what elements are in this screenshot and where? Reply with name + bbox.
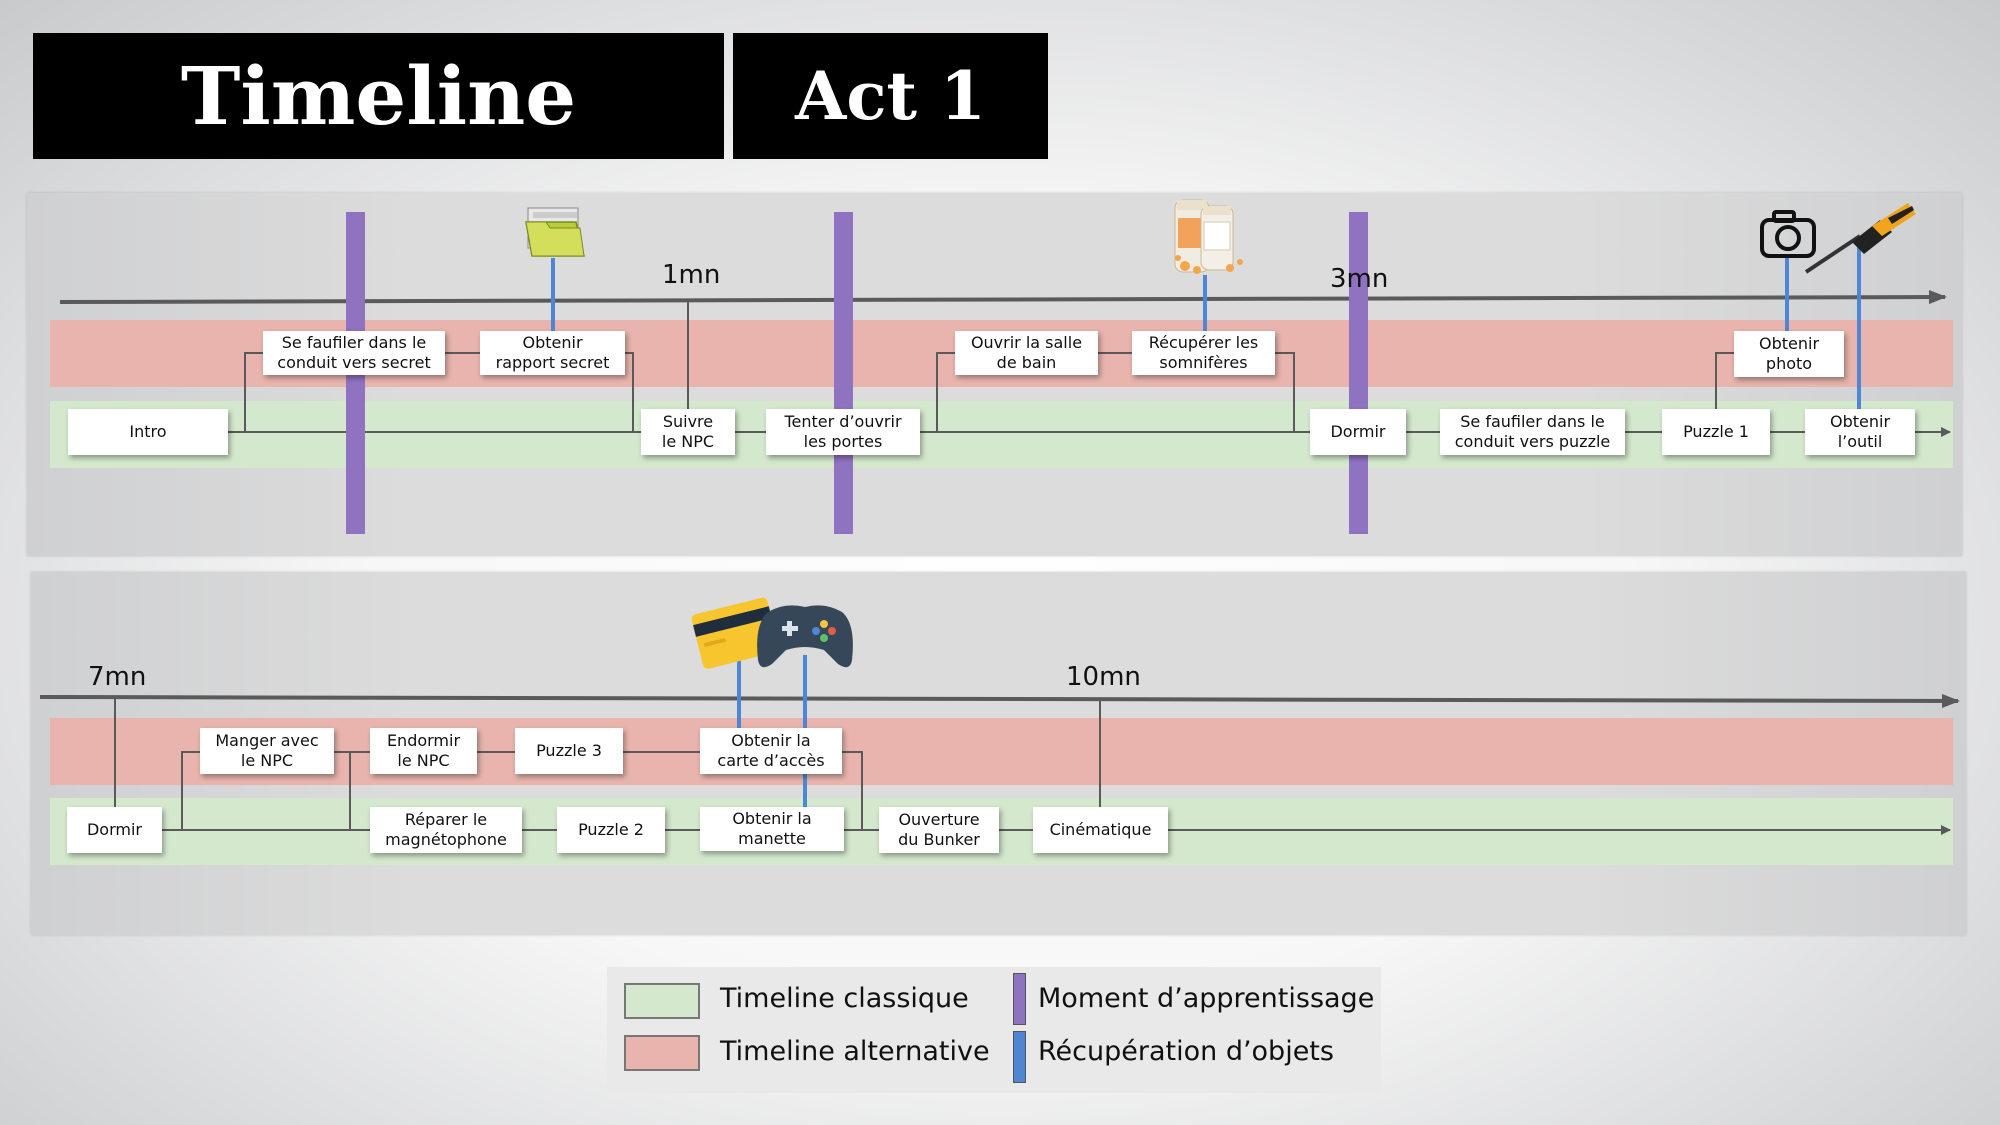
top-time-axis (59, 290, 1947, 305)
node-sneak-secret: Se faufiler dans le conduit vers secret (263, 331, 445, 375)
legend-learning-swatch (1013, 973, 1026, 1025)
node-get-photo: Obtenir photo (1734, 331, 1844, 377)
node-follow-npc: Suivre le NPC (641, 409, 735, 455)
legend-alternative-swatch (624, 1035, 700, 1071)
node-intro: Intro (68, 409, 228, 455)
time-label-3mn: 3mn (1330, 264, 1389, 294)
time-label-10mn: 10mn (1066, 662, 1141, 692)
pills-icon (1174, 199, 1243, 274)
node-get-controller: Obtenir la manette (700, 807, 844, 851)
node-repair-recorder: Réparer le magnétophone (370, 807, 522, 853)
node-sleep-bottom: Dormir (67, 807, 162, 853)
node-puzzle2: Puzzle 2 (557, 807, 665, 853)
node-sneak-puzzle: Se faufiler dans le conduit vers puzzle (1440, 409, 1625, 455)
legend-retrieval-swatch (1013, 1031, 1026, 1083)
node-get-tool: Obtenir l’outil (1805, 409, 1915, 455)
legend (607, 967, 1381, 1093)
folder-icon (525, 207, 585, 257)
time-label-1mn: 1mn (662, 260, 721, 290)
legend-classic-swatch (624, 983, 700, 1019)
node-sedate-npc: Endormir le NPC (370, 728, 477, 774)
legend-learning-label: Moment d’apprentissage (1038, 983, 1375, 1014)
screwdriver-icon (1804, 203, 1916, 274)
node-puzzle1: Puzzle 1 (1662, 409, 1770, 455)
node-eat-npc: Manger avec le NPC (200, 728, 334, 774)
act-title: Act 1 (733, 33, 1048, 159)
node-open-doors: Tenter d’ouvrir les portes (766, 409, 920, 455)
node-open-bathroom: Ouvrir la salle de bain (955, 331, 1098, 375)
node-get-pills: Récupérer les somnifères (1132, 331, 1275, 375)
bottom-classic-band (50, 798, 1953, 865)
learning-marker-2 (834, 212, 853, 534)
time-label-7mn: 7mn (88, 662, 147, 692)
legend-retrieval-label: Récupération d’objets (1038, 1036, 1334, 1067)
node-cinematic: Cinématique (1033, 807, 1168, 853)
top-classic-band (50, 401, 1953, 468)
timeline-title: Timeline (33, 33, 724, 159)
legend-classic-label: Timeline classique (720, 983, 969, 1014)
keycard-icon (691, 597, 779, 669)
node-bunker: Ouverture du Bunker (879, 807, 999, 853)
camera-icon (1760, 210, 1816, 258)
node-sleep-top: Dormir (1310, 409, 1406, 455)
node-get-report: Obtenir rapport secret (480, 331, 625, 375)
node-get-card: Obtenir la carte d’accès (700, 728, 842, 774)
learning-marker-3 (1349, 212, 1368, 534)
legend-alternative-label: Timeline alternative (720, 1036, 990, 1067)
node-puzzle3: Puzzle 3 (515, 728, 623, 774)
bottom-time-axis (39, 693, 1960, 708)
gamepad-icon (757, 605, 853, 668)
